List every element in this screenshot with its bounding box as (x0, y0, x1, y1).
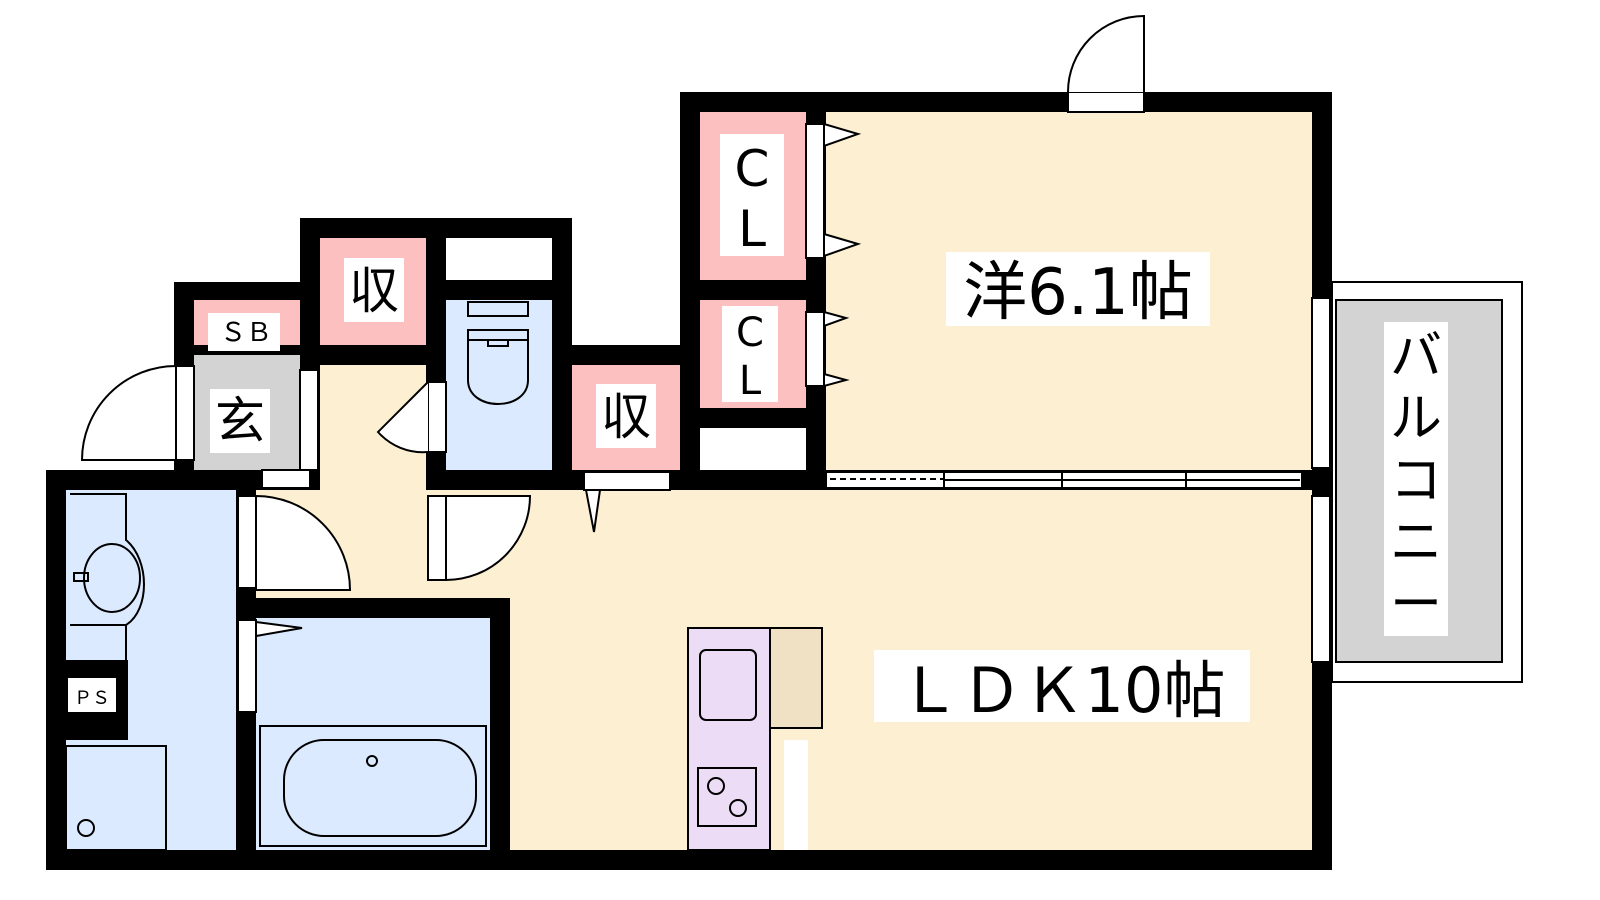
stove-icon (697, 767, 757, 827)
entrance-label: 玄 (215, 392, 265, 450)
balcony-label-4: ニ (1390, 513, 1442, 573)
storage-upper-label: 収 (349, 262, 399, 320)
fixtures (70, 301, 823, 851)
balcony: バ ル コ ニ ー (1331, 281, 1523, 683)
balcony-label-3: コ (1390, 451, 1442, 511)
closet-1-label-c: C (735, 140, 770, 198)
laundry-pan (65, 745, 167, 851)
labels: 洋6.1帖 ＬＤＫ10帖 C L C L 収 収 ＳＢ 玄 ＰＳ (74, 134, 1250, 727)
closet-2-label-c: C (736, 310, 764, 356)
closet-3-empty (700, 428, 806, 470)
doors[interactable] (80, 14, 1331, 713)
toilet-shelf (446, 238, 552, 280)
western-room-label: 洋6.1帖 (963, 256, 1193, 330)
kitchen-counter (687, 627, 823, 851)
closet-1-label-l: L (738, 200, 766, 258)
toilet-room (446, 300, 552, 470)
toilet-icon (467, 301, 529, 405)
closet-2-label-l: L (739, 358, 762, 404)
storage-mid-label: 収 (601, 388, 651, 446)
balcony-label-2: ル (1390, 389, 1442, 449)
sink-icon (699, 649, 757, 721)
bathtub-icon (259, 725, 487, 847)
balcony-label-1: バ (1390, 327, 1442, 387)
bathroom (256, 618, 490, 850)
balcony-label-5: ー (1390, 575, 1442, 635)
shoe-box-label: ＳＢ (220, 318, 272, 348)
pipe-space-label: ＰＳ (74, 688, 110, 709)
drain-icon (77, 819, 95, 837)
washbasin-icon (70, 493, 145, 660)
ldk-label: ＬＤＫ10帖 (899, 654, 1226, 727)
